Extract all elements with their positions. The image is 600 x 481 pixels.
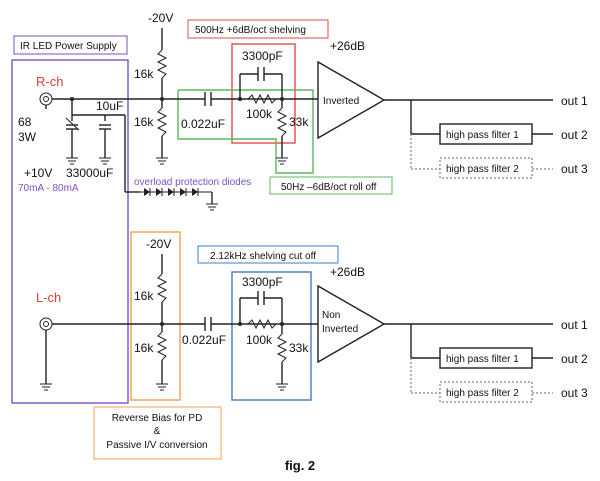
output-2-lower: out 2 (561, 352, 588, 366)
ground-led-cap (99, 157, 111, 165)
amp-gain-lower: +26dB (330, 265, 365, 279)
output-3-lower: out 3 (561, 386, 588, 400)
channel-label-upper: R-ch (36, 74, 63, 89)
led-resistor-power-label: 3W (18, 130, 37, 144)
bias-resistor-bottom-lower (156, 331, 168, 361)
led-resistor-label: 68 (18, 115, 32, 129)
shelf-resistor-2-upper (276, 107, 288, 137)
hpf-2-label-lower: high pass filter 2 (446, 388, 519, 399)
figure-caption: fig. 2 (285, 458, 315, 473)
shelf-cap-label-upper: 3300pF (242, 49, 283, 63)
power-supply-box (11, 59, 129, 404)
amplifier-lower (317, 284, 386, 364)
coupling-capacitor-lower (204, 317, 212, 331)
shelf-capacitor-upper (257, 67, 265, 81)
rolloff-label-upper: 50Hz –6dB/oct roll off (281, 182, 377, 193)
ground-protection (206, 203, 218, 211)
power-supply-title-box (13, 35, 128, 55)
ground-photodiode-lower (40, 383, 52, 391)
hpf-1-label-upper: high pass filter 1 (446, 130, 519, 141)
shelf-cap-label-lower: 3300pF (242, 275, 283, 289)
shelf-resistor-2-lower (276, 333, 288, 363)
supply-voltage-upper: -20V (148, 11, 173, 25)
channel-label-lower: L-ch (36, 290, 61, 305)
hpf-1-label-lower: high pass filter 1 (446, 354, 519, 365)
shelf-r1-label-upper: 100k (246, 107, 273, 121)
amp-gain-upper: +26dB (330, 39, 365, 53)
bias-resistor-top-upper (156, 49, 168, 79)
bias-network-box-lower (130, 231, 181, 401)
shelf-r2-label-lower: 33k (289, 341, 309, 355)
rolloff-label-box-upper (269, 176, 393, 195)
photodiode-jack-upper (39, 92, 53, 106)
ground-supply-cap (66, 157, 78, 165)
shelving-label-box-upper (187, 19, 329, 39)
output-1-upper: out 1 (561, 94, 588, 108)
bias-note-line-3: Passive I/V conversion (106, 440, 207, 451)
protection-diodes-label: overload protection diodes (134, 177, 251, 188)
photodiode-jack-lower (39, 317, 53, 331)
supply-voltage-lower: -20V (146, 237, 171, 251)
amplifier-upper (317, 60, 386, 140)
coupling-capacitor-upper (204, 92, 212, 106)
ground-shelf-upper (276, 157, 288, 165)
bias-resistor-top-label-lower: 16k (134, 289, 154, 303)
output-1-lower: out 1 (561, 318, 588, 332)
shelving-label-box-lower (197, 245, 339, 264)
power-supply-label: IR LED Power Supply (20, 41, 117, 52)
hpf-2-label-upper: high pass filter 2 (446, 164, 519, 175)
shelving-network-box-upper (231, 43, 296, 144)
coupling-cap-label-upper: 0.022uF (181, 117, 225, 131)
led-voltage-label: +10V (24, 166, 52, 180)
ground-shelf-lower (276, 383, 288, 391)
bias-note-line-2: & (154, 426, 161, 437)
bias-resistor-bottom-upper (156, 107, 168, 137)
bias-note-box-lower (93, 406, 222, 460)
bias-note-line-1: Reverse Bias for PD (112, 413, 203, 424)
led-capacitor (99, 124, 111, 130)
shelving-label-lower: 2.12kHz shelving cut off (210, 251, 316, 262)
bias-resistor-bottom-label-lower: 16k (134, 341, 154, 355)
shelving-label-upper: 500Hz +6dB/oct shelving (195, 25, 306, 36)
bias-resistor-top-lower (156, 273, 168, 303)
shelf-r1-label-lower: 100k (246, 333, 273, 347)
ground-bias-lower (156, 383, 168, 391)
shelf-resistor-1-upper (247, 93, 277, 105)
coupling-cap-label-lower: 0.022uF (182, 333, 226, 347)
ground-bias-upper (156, 157, 168, 165)
output-3-upper: out 3 (561, 162, 588, 176)
shelving-network-box-lower (231, 271, 312, 401)
led-current-label: 70mA - 80mA (18, 183, 79, 194)
hpf-2-box-upper (439, 157, 533, 179)
bias-resistor-top-label-upper: 16k (134, 67, 154, 81)
shelf-resistor-1-lower (247, 318, 277, 330)
amp-type-lower-2: Inverted (322, 324, 358, 335)
amp-type-upper: Inverted (323, 96, 359, 107)
bias-resistor-bottom-label-upper: 16k (134, 115, 154, 129)
output-2-upper: out 2 (561, 128, 588, 142)
shelf-r2-label-upper: 33k (289, 115, 309, 129)
led-capacitor-label: 10uF (96, 99, 123, 113)
amp-type-lower-1: Non (322, 310, 340, 321)
rolloff-network-box-upper (177, 89, 314, 174)
shelf-capacitor-lower (257, 291, 265, 305)
protection-diodes (140, 188, 212, 196)
supply-capacitor-label: 33000uF (66, 166, 113, 180)
hpf-2-box-lower (439, 381, 533, 403)
